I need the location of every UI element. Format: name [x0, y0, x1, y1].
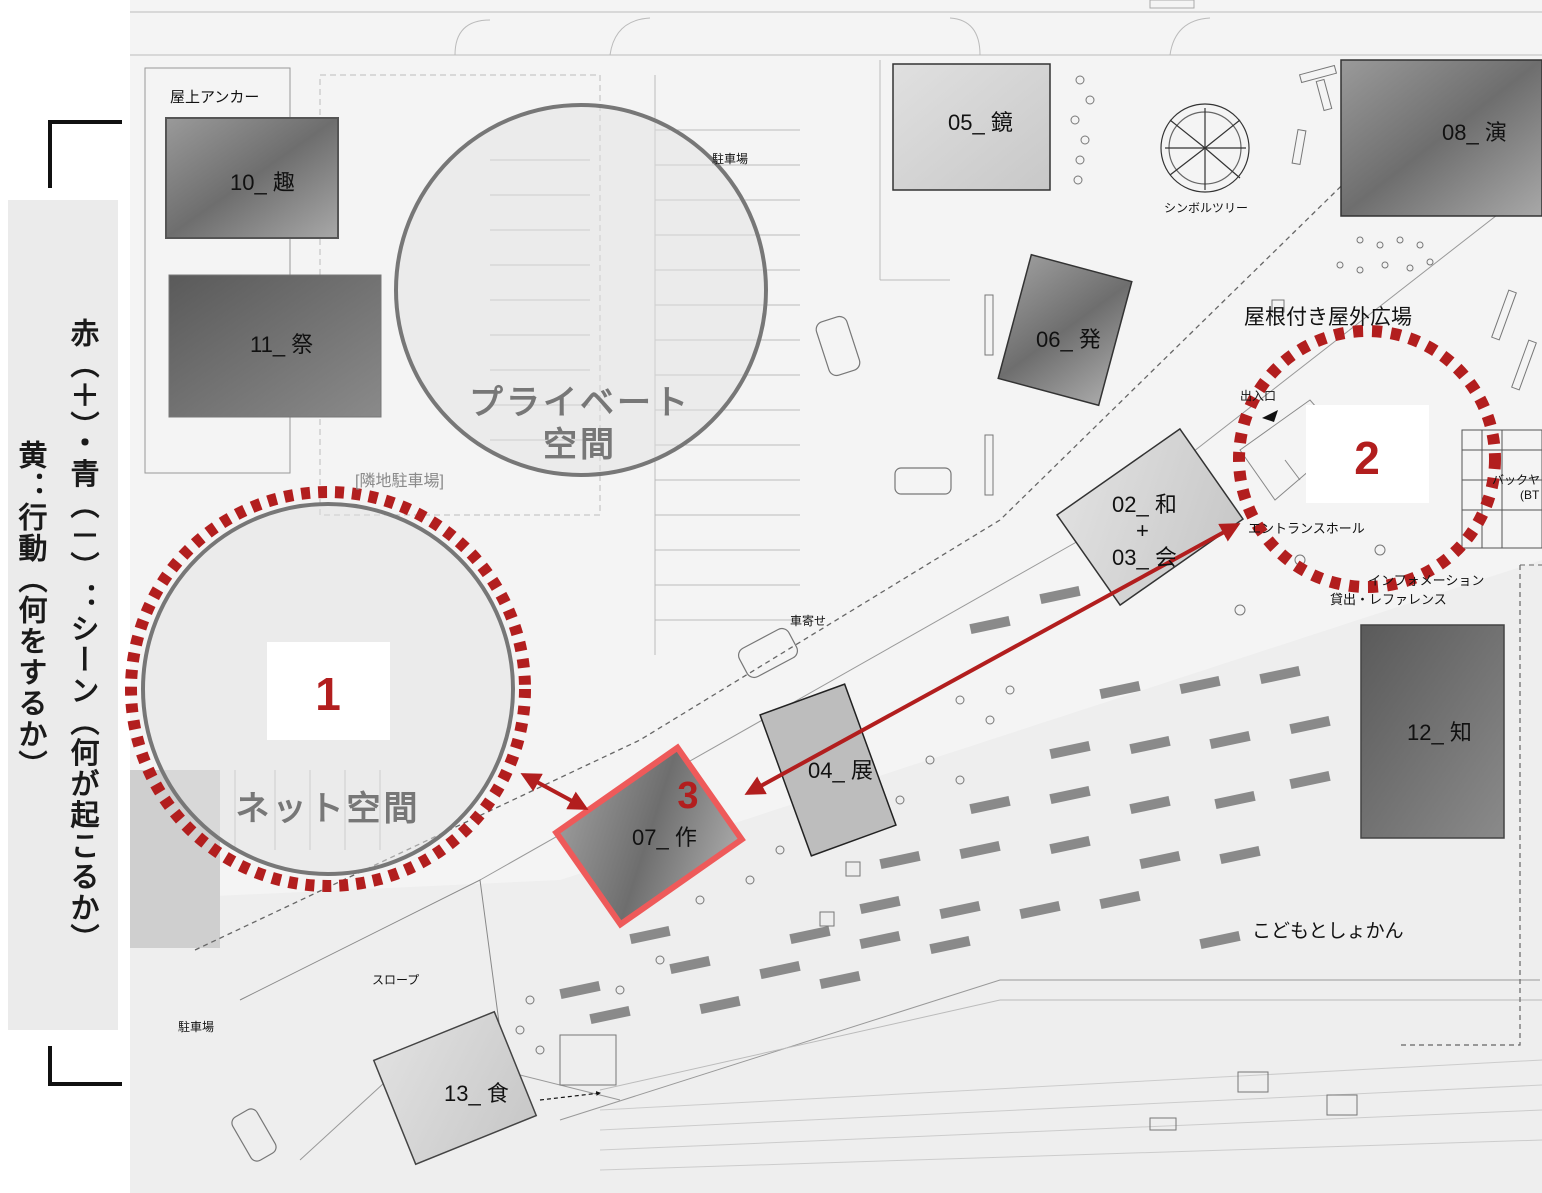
marker-2-box [1306, 405, 1429, 503]
private-space-label-1: プライベート [469, 384, 691, 422]
information-label: インフォメーション [1368, 573, 1484, 588]
lending-reference-label: 貸出・レファレンス [1330, 592, 1447, 607]
marker-2: 2 [1354, 432, 1380, 484]
symbol-tree-drawing [1160, 103, 1250, 193]
scene-label-12: 12_ 知 [1407, 720, 1472, 745]
bt-label: (BT [1520, 488, 1540, 502]
legend-panel [8, 200, 118, 1030]
scene-label-03: 03_ 会 [1112, 545, 1177, 570]
photo-08 [1340, 59, 1542, 217]
photo-05 [892, 63, 1051, 191]
highlight-circle-2 [1233, 325, 1501, 593]
highlight-frame-07 [552, 743, 746, 929]
scene-label-07: 07_ 作 [632, 825, 697, 850]
private-space-label-2: 空間 [543, 426, 617, 464]
scene-label-04: 04_ 展 [808, 758, 873, 783]
photo-12 [1360, 624, 1505, 839]
legend-line-2: 黄：行動（何をするか） [14, 440, 48, 781]
scene-label-02: 02_ 和 [1112, 492, 1177, 517]
children-library-label: こどもとしょかん [1252, 920, 1404, 942]
covered-plaza-label: 屋根付き屋外広場 [1244, 306, 1412, 329]
photo-13 [372, 1010, 538, 1166]
scene-label-10: 10_ 趣 [230, 170, 295, 195]
photo-11 [168, 274, 382, 418]
rooftop-anchor-label: 屋上アンカー [170, 89, 259, 106]
symbol-tree-label: シンボルツリー [1164, 201, 1248, 215]
scene-plus: + [1136, 518, 1149, 543]
arrow-3-to-2 [744, 523, 1241, 795]
arrow-1-to-3 [520, 773, 589, 810]
parking-label-top: 駐車場 [712, 151, 748, 166]
parking-label-bottom: 駐車場 [178, 1019, 214, 1034]
scene-label-06: 06_ 発 [1036, 327, 1101, 352]
highlight-circle-1 [125, 486, 531, 892]
bracket-bottom [48, 1046, 122, 1086]
entrance-hall-label: エントランスホール [1248, 521, 1365, 536]
private-space-circle [394, 103, 768, 477]
marker-1: 1 [315, 668, 341, 720]
legend-line-1: 赤（＋）・青（－）：シーン（何が起こるか） [66, 318, 100, 955]
entrance-exit-label: 出入口 [1240, 389, 1276, 403]
drop-off-label: 車寄せ [790, 613, 826, 628]
scene-label-11: 11_ 祭 [250, 332, 313, 357]
backyard-label: バックヤ [1492, 473, 1540, 487]
scene-label-13: 13_ 食 [444, 1081, 509, 1106]
bracket-top [48, 120, 122, 188]
scene-label-08: 08_ 演 [1442, 120, 1507, 145]
neighbor-parking-label: [隣地駐車場] [355, 472, 444, 490]
marker-1-box [267, 642, 390, 740]
photo-10 [165, 117, 339, 239]
marker-3: 3 [677, 775, 698, 817]
slope-label: スロープ [372, 973, 419, 987]
photo-06 [997, 253, 1133, 407]
backyard-building [1461, 429, 1542, 549]
net-space-label: ネット空間 [236, 790, 421, 828]
entrance-arrow [1262, 410, 1278, 422]
scene-label-05: 05_ 鏡 [948, 110, 1013, 135]
